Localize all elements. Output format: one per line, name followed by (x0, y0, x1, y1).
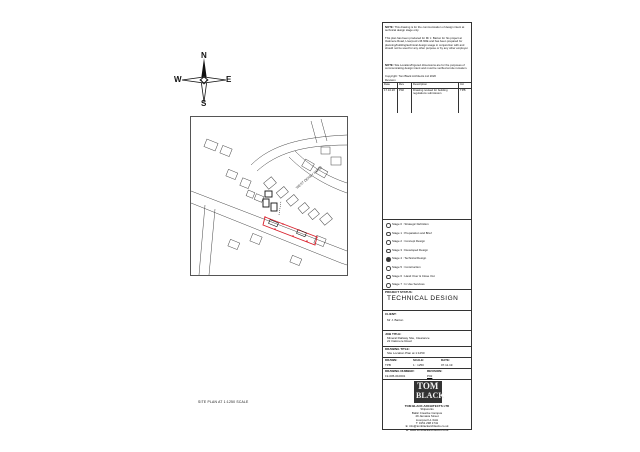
north-arrow-compass: N S E W (174, 51, 232, 108)
revision-table: Date Rev Description Init 17.10.20 P02 D… (383, 82, 471, 113)
stage-item: Stage 2 : Concept Design (385, 240, 469, 249)
road-label: WEST DERBY ROAD (295, 165, 323, 190)
note-usage: This plan has been produced for Mr J. Ba… (385, 36, 469, 51)
company-website: W: www.tomblackarchitects.co.uk (405, 427, 449, 432)
map-caption: SITE PLAN AT 1:1250 SCALE (198, 400, 249, 404)
stage-item: Stage 4 : Technical Design (385, 257, 469, 266)
company-details: TOM BLACK ARCHITECTS LTD Shipworks Balti… (383, 404, 471, 432)
copyright-text: Copyright: Tom Black Architects Ltd 2020 (385, 74, 436, 78)
stage-item: Stage 3 : Developed Design (385, 248, 469, 258)
stage-item: Stage 5 : Construction (385, 265, 469, 275)
drawing-title-section: DRAWING TITLE: Site Location Plan at 1:1… (385, 347, 425, 355)
stage-radio-icon (386, 231, 391, 237)
compass-west-label: W (174, 75, 182, 84)
title-block: NOTE: This drawing is for the communicat… (382, 22, 472, 432)
stage-radio-icon (386, 265, 391, 271)
company-email: E: info@tomblackarchitects.co.uk (405, 424, 449, 429)
compass-rose-icon (181, 58, 227, 103)
note-dimensions: NOTE: Site Location/Figured dimensions a… (385, 63, 468, 71)
note-intent: NOTE: This drawing is for the communicat… (385, 25, 465, 33)
stage-radio-icon (386, 248, 391, 254)
stage-radio-icon (386, 283, 391, 288)
project-status-section: PROJECT STATUS: TECHNICAL DESIGN (383, 290, 471, 304)
revision-row: 17.10.20 P02 Drawing revised for buildin… (383, 89, 471, 113)
stage-item: Stage 7 : In Use Services (385, 283, 469, 292)
company-logo: TOM BLACK (414, 381, 444, 403)
revision-table-header: Date Rev Description Init (383, 82, 471, 89)
job-title-section: JOB TITLE: Mineral Railway Site, Clearan… (385, 332, 430, 344)
riba-stage-list: Stage 0 : Strategic Definition Stage 1 :… (385, 223, 469, 292)
drawing-number-values: 19-005-010001 P02 (383, 374, 471, 380)
project-status-value: TECHNICAL DESIGN (387, 294, 459, 302)
stage-item: Stage 6 : Hand Over & Close Out (385, 274, 469, 284)
map-linework: WEST DERBY ROAD (191, 118, 347, 275)
site-location-map: WEST DERBY ROAD (190, 116, 348, 276)
stage-radio-icon (386, 223, 391, 228)
stage-item: Stage 1 : Preparation and Brief (385, 231, 469, 241)
revisions-heading: Revision (385, 78, 396, 82)
stage-item: Stage 0 : Strategic Definition (385, 223, 469, 232)
drawn-scale-date-labels: DRAWN: SCALE: DATE: (385, 358, 450, 362)
compass-south-label: S (201, 99, 207, 108)
drawing-number: 19-005-010001 (385, 374, 406, 378)
compass-north-label: N (201, 51, 207, 60)
stage-radio-icon (386, 240, 391, 245)
compass-east-label: E (226, 75, 232, 84)
stage-radio-icon (386, 274, 391, 280)
stage-radio-icon (386, 257, 391, 262)
drawn-scale-date-values: TPB 1 : 1250 07.11.19 (385, 363, 453, 367)
revision-value: P02 (427, 374, 433, 378)
client-section: CLIENT: Mr J. Barton (385, 312, 404, 322)
drawing-number-labels: DRAWING NUMBER: REVISION: (385, 369, 443, 373)
